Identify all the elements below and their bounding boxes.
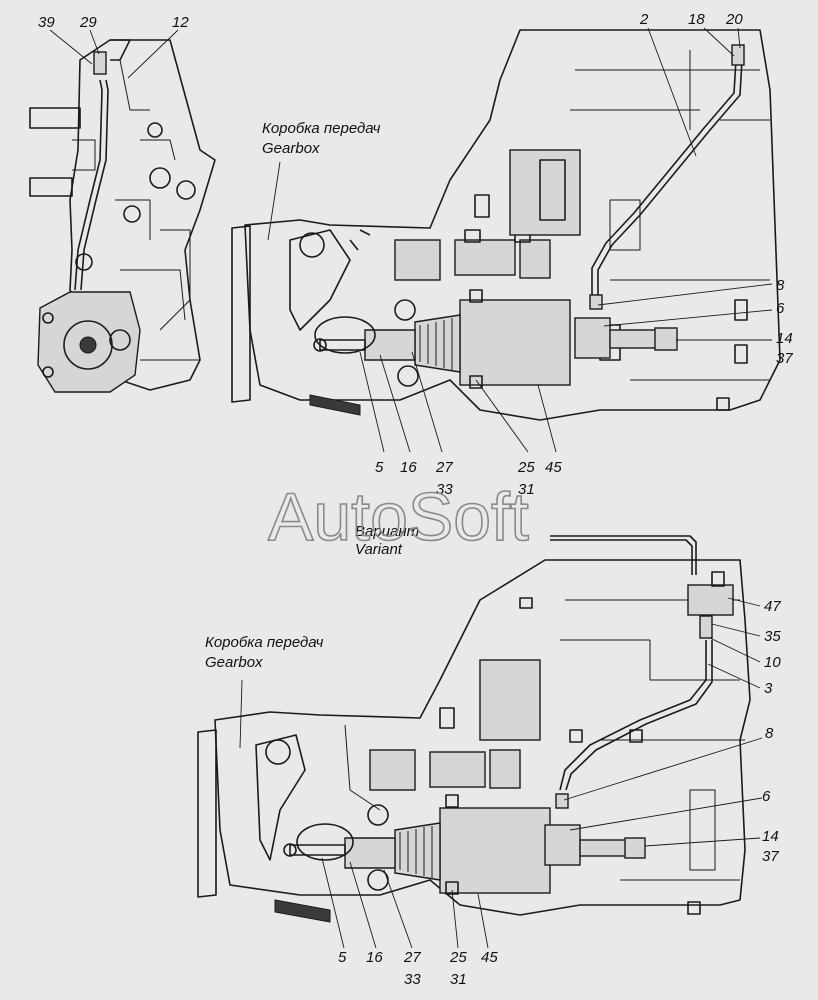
gearbox-caption-ru: Коробка передач	[262, 120, 381, 137]
callout-14: 14	[776, 330, 793, 347]
variant-caption-ru: Вариант	[355, 523, 419, 540]
gearbox-caption-ru-2: Коробка передач	[205, 634, 324, 651]
callout-2: 2	[639, 11, 649, 28]
callout-33: 33	[436, 481, 453, 498]
callout-18: 18	[688, 11, 705, 28]
callout-12: 12	[172, 14, 189, 31]
callout-31-variant: 31	[450, 971, 467, 988]
callout-5: 5	[375, 459, 384, 476]
watermark: AutoSoft	[268, 479, 529, 555]
callout-10: 10	[764, 654, 781, 671]
callout-16: 16	[400, 459, 417, 476]
callout-14-variant: 14	[762, 828, 779, 845]
callout-45: 45	[545, 459, 562, 476]
callout-25: 25	[517, 459, 535, 476]
callout-8: 8	[776, 277, 785, 294]
callout-29: 29	[79, 14, 97, 31]
callout-39: 39	[38, 14, 55, 31]
callout-16-variant: 16	[366, 949, 383, 966]
callout-8-variant: 8	[765, 725, 774, 742]
callout-5-variant: 5	[338, 949, 347, 966]
callout-3: 3	[764, 680, 773, 697]
callout-47: 47	[764, 598, 781, 615]
gearbox-variant-view	[197, 535, 751, 923]
gearbox-caption-en: Gearbox	[262, 140, 320, 157]
callout-20: 20	[725, 11, 743, 28]
gearbox-caption-en-2: Gearbox	[205, 654, 263, 671]
gearbox-top-view	[231, 29, 781, 421]
callout-45-variant: 45	[481, 949, 498, 966]
callout-6: 6	[776, 300, 785, 317]
callout-31: 31	[518, 481, 535, 498]
callout-35: 35	[764, 628, 781, 645]
callout-37: 37	[776, 350, 793, 367]
callout-37-variant: 37	[762, 848, 779, 865]
callout-27: 27	[435, 459, 453, 476]
callout-27-variant: 27	[403, 949, 421, 966]
callout-6-variant: 6	[762, 788, 771, 805]
side-view-assembly	[29, 39, 216, 393]
variant-caption-en: Variant	[355, 541, 403, 558]
callout-33-variant: 33	[404, 971, 421, 988]
callout-25-variant: 25	[449, 949, 467, 966]
